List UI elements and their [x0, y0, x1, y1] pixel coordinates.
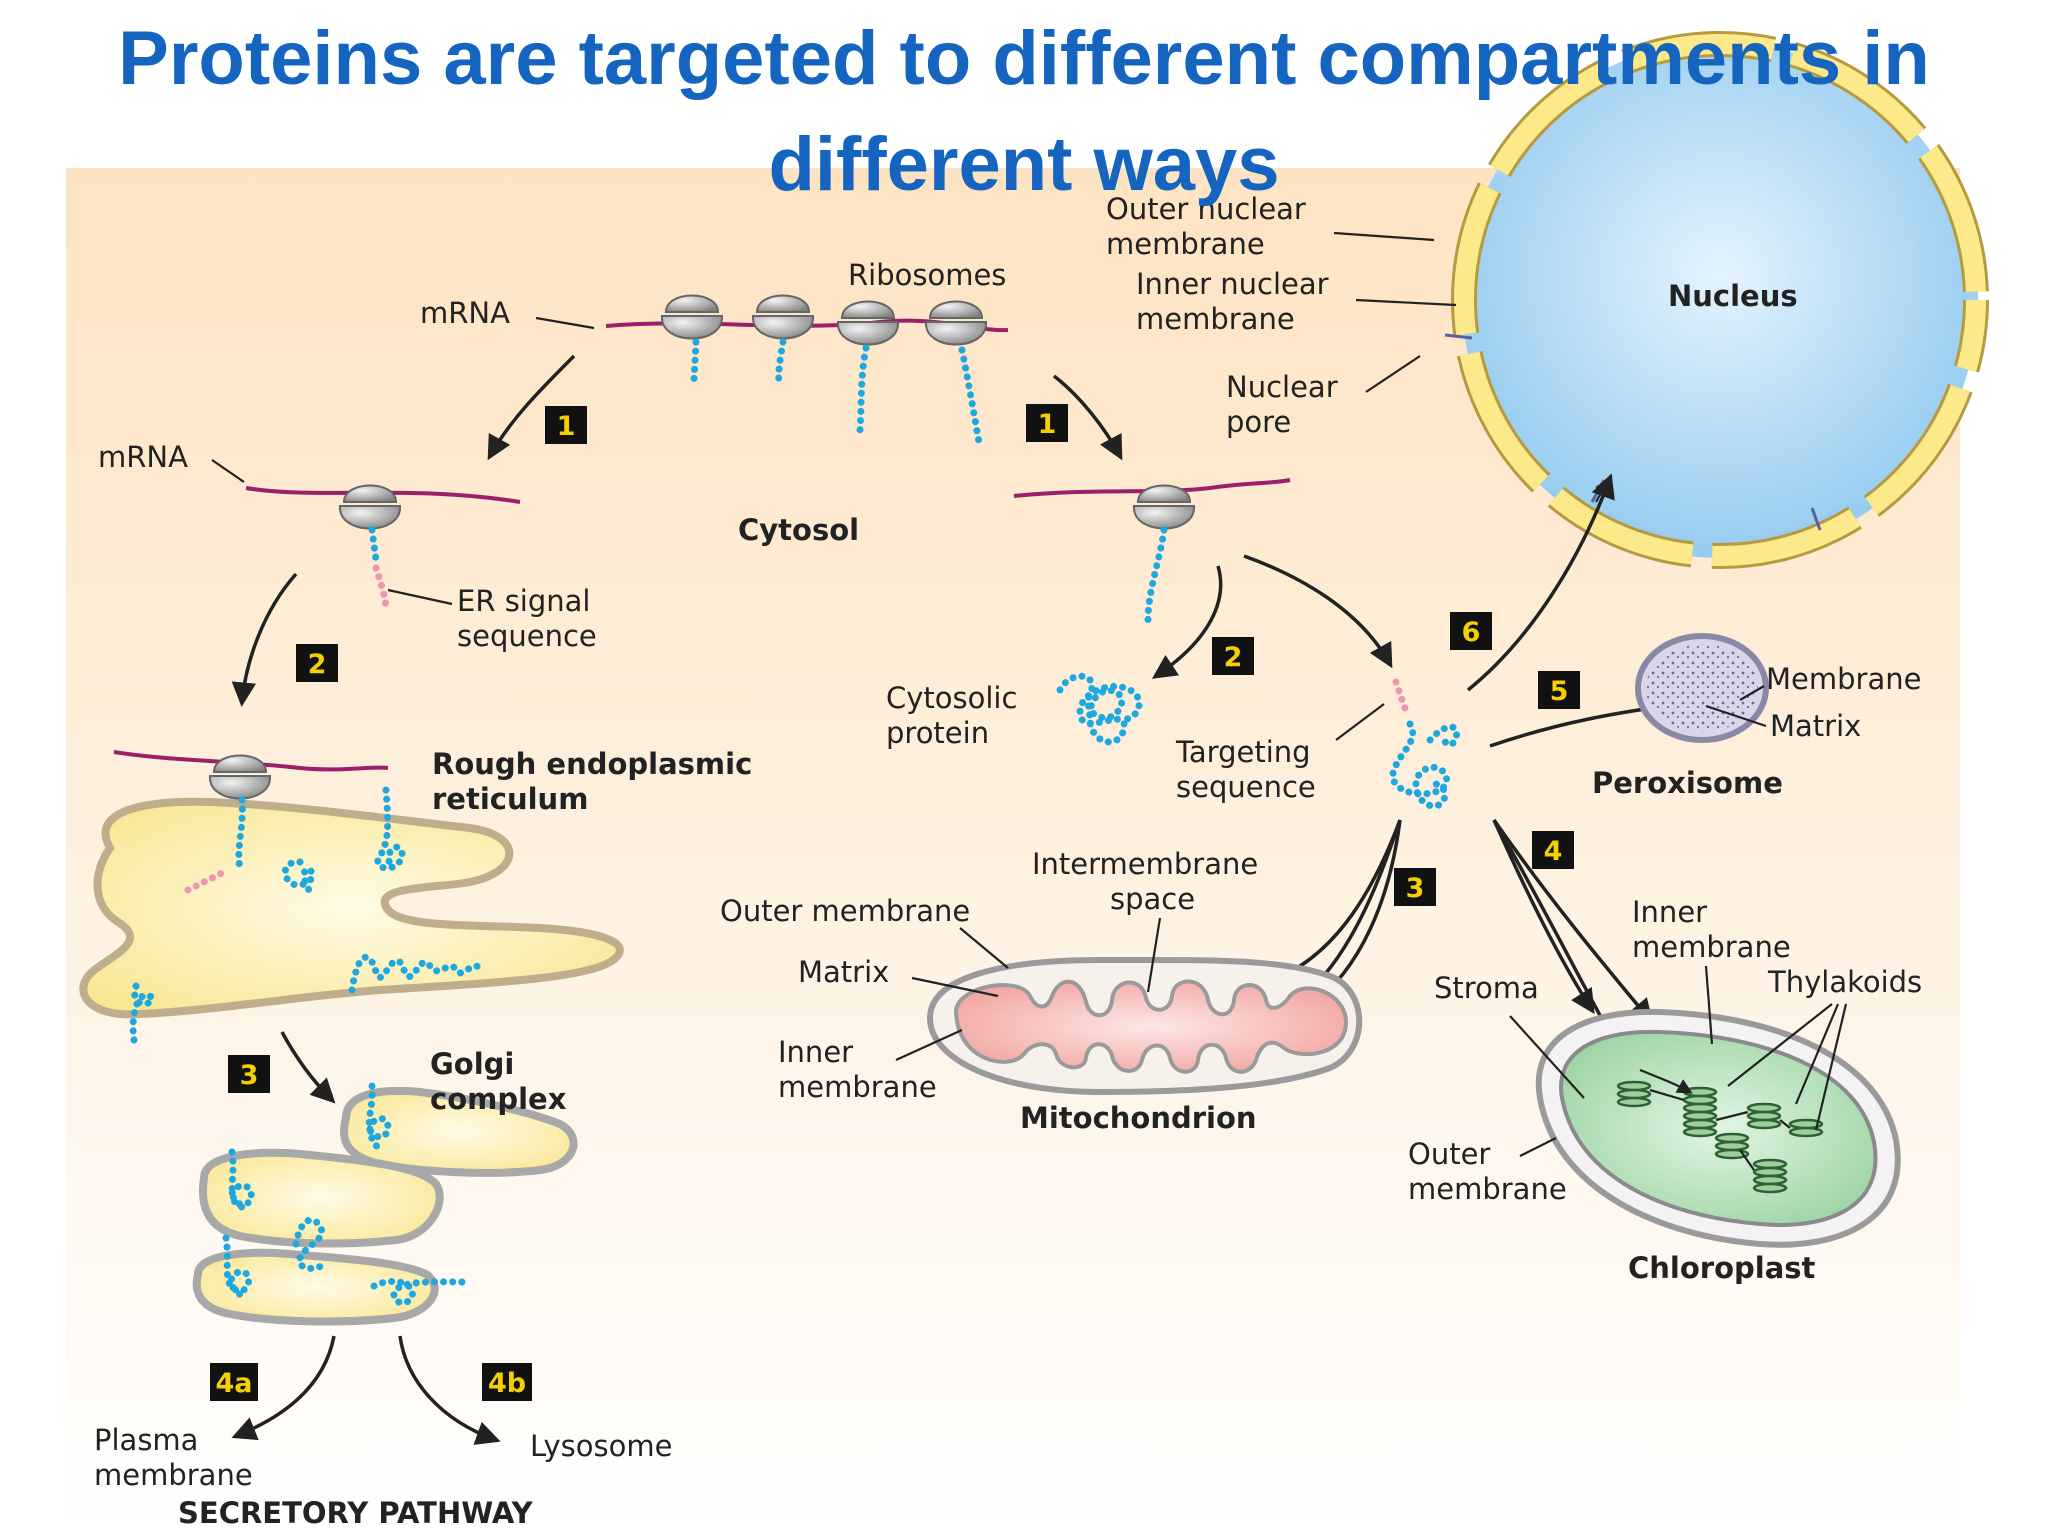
step-2-badge-left: 2	[296, 644, 338, 682]
nucleus	[1444, 31, 1989, 569]
svg-text:2: 2	[308, 649, 327, 680]
golgi-complex-label: Golgi complex	[430, 1047, 567, 1116]
step-4b-badge: 4b	[482, 1363, 532, 1401]
cytosol-label: Cytosol	[738, 513, 859, 547]
svg-text:1: 1	[557, 411, 576, 442]
nuclear-pore-label: Nuclear pore	[1226, 370, 1347, 439]
rough-er-label: Rough endoplasmic reticulum	[432, 747, 762, 816]
er-signal-sequence-label: ER signal sequence	[457, 584, 600, 653]
mito-inner-membrane-label: Inner membrane	[778, 1035, 937, 1104]
ribosome	[751, 294, 815, 340]
mito-matrix-label: Matrix	[798, 955, 889, 989]
ribosome	[836, 300, 900, 346]
step-6-badge: 6	[1450, 612, 1492, 650]
mrna-strand-right	[1013, 478, 1291, 498]
chloro-outer-membrane-label: Outer membrane	[1408, 1137, 1567, 1206]
svg-text:4b: 4b	[488, 1368, 526, 1399]
peroxisome-label: Peroxisome	[1592, 766, 1783, 800]
intermembrane-space-label: Intermembrane space	[1032, 847, 1267, 916]
step-4a-badge: 4a	[210, 1363, 258, 1401]
svg-text:3: 3	[1406, 873, 1425, 904]
targeting-sequence-label: Targeting sequence	[1175, 735, 1320, 804]
plasma-membrane-label: Plasma membrane	[94, 1423, 253, 1492]
mrna-label-left: mRNA	[98, 440, 188, 474]
outer-nuclear-membrane-label: Outer nuclear membrane	[1106, 192, 1315, 261]
svg-text:2: 2	[1224, 642, 1243, 673]
targeted-protein-coil	[1389, 720, 1461, 810]
ribosomes-label: Ribosomes	[848, 258, 1006, 292]
svg-text:4: 4	[1544, 836, 1563, 867]
step-3-badge-right: 3	[1394, 868, 1436, 906]
step-2-badge-right: 2	[1212, 637, 1254, 675]
lysosome-label: Lysosome	[530, 1429, 672, 1463]
cytosolic-protein-coil	[1056, 672, 1143, 746]
inner-nuclear-membrane-label: Inner nuclear membrane	[1136, 267, 1338, 336]
mitochondrion	[926, 956, 1363, 1096]
svg-text:3: 3	[240, 1060, 259, 1091]
ribosome	[208, 754, 272, 800]
ribosome	[924, 300, 988, 346]
svg-text:5: 5	[1550, 676, 1569, 707]
thylakoids-label: Thylakoids	[1767, 965, 1922, 999]
chloro-inner-membrane-label: Inner membrane	[1632, 895, 1791, 964]
mito-outer-membrane-label: Outer membrane	[720, 894, 970, 928]
golgi-complex	[192, 1086, 578, 1326]
svg-text:1: 1	[1038, 409, 1057, 440]
nucleus-label: Nucleus	[1668, 279, 1798, 313]
mitochondrion-label: Mitochondrion	[1020, 1101, 1257, 1135]
cytosolic-protein-label: Cytosolic protein	[886, 681, 1027, 750]
chloroplast-label: Chloroplast	[1628, 1251, 1816, 1285]
secretory-pathway-label: SECRETORY PATHWAY	[178, 1496, 534, 1530]
peroxisome-matrix-label: Matrix	[1770, 709, 1861, 743]
svg-text:6: 6	[1462, 617, 1481, 648]
stroma-label: Stroma	[1434, 971, 1539, 1005]
svg-text:4a: 4a	[215, 1368, 252, 1399]
ribosome	[660, 294, 724, 340]
slide-title: Proteins are targeted to different compa…	[118, 16, 1930, 207]
step-1-badge-left: 1	[545, 406, 587, 444]
ribosome	[338, 484, 402, 530]
step-4-badge: 4	[1532, 831, 1574, 869]
step-1-badge-right: 1	[1026, 404, 1068, 442]
step-5-badge: 5	[1538, 671, 1580, 709]
peroxisome-membrane-label: Membrane	[1766, 662, 1921, 696]
mrna-strand-er	[113, 750, 389, 772]
peroxisome	[1635, 633, 1769, 743]
step-3-badge-left: 3	[228, 1055, 270, 1093]
mrna-label-top: mRNA	[420, 296, 510, 330]
chloroplast	[1535, 1008, 1901, 1248]
ribosome	[1132, 484, 1196, 530]
